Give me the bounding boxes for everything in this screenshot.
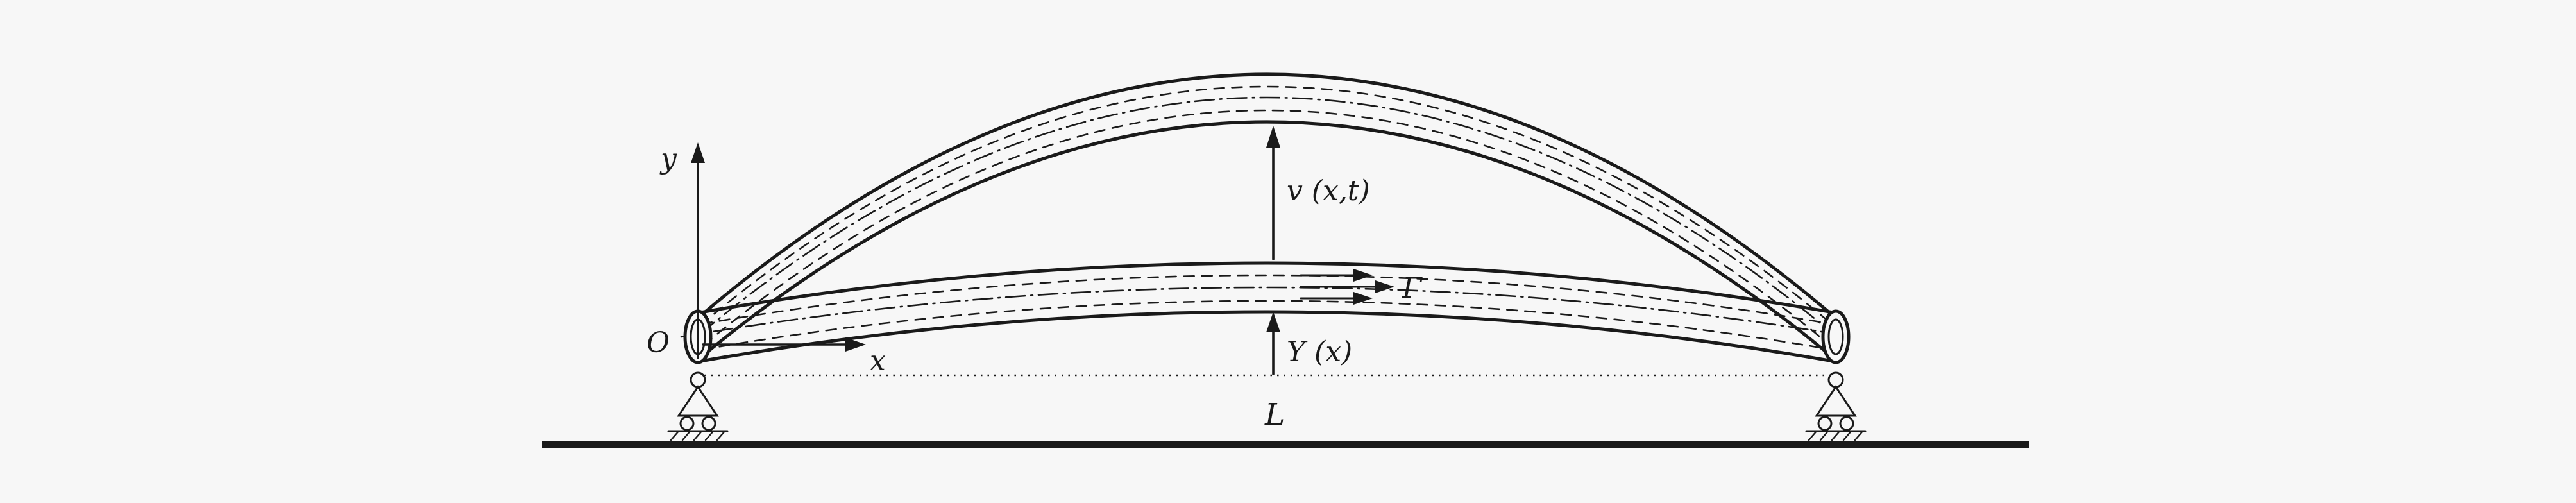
initial-pipe-inner-wall-top bbox=[700, 274, 1833, 325]
vibrating-pipe-top-outline bbox=[697, 72, 1836, 319]
right-support-hatching bbox=[1808, 430, 1864, 441]
span-length-label: L bbox=[1264, 397, 1285, 432]
right-support-roller-left bbox=[1817, 416, 1833, 431]
left-support bbox=[667, 371, 729, 441]
right-support-triangle bbox=[1815, 385, 1857, 417]
origin-label: O bbox=[647, 327, 670, 359]
x-axis-label: x bbox=[870, 345, 886, 377]
flow-arrow-middle-head-icon bbox=[1375, 280, 1394, 293]
initial-deflected-pipe bbox=[680, 261, 1854, 363]
displacement-label: v (x,t) bbox=[1287, 175, 1370, 207]
initial-deflection-arrowhead-icon bbox=[1266, 312, 1280, 332]
initial-pipe-centerline bbox=[680, 286, 1854, 338]
flow-arrow-top-head-icon bbox=[1353, 269, 1373, 282]
left-support-hatching bbox=[670, 430, 726, 441]
displacement-arrowhead-icon bbox=[1266, 126, 1280, 148]
flow-velocity-profile: Γ bbox=[1300, 269, 1423, 305]
right-support-roller-right bbox=[1839, 416, 1854, 431]
initial-pipe-bottom-outline bbox=[699, 310, 1835, 363]
initial-pipe-inner-wall-bottom bbox=[700, 300, 1833, 351]
vibrating-pipe-bottom-outline bbox=[704, 120, 1830, 355]
flow-label: Γ bbox=[1402, 272, 1423, 305]
coordinate-axes: y x O bbox=[647, 142, 886, 377]
initial-pipe-top-outline bbox=[699, 261, 1835, 314]
x-axis-arrowhead-icon bbox=[845, 337, 866, 352]
vibrating-pipe-centerline bbox=[698, 96, 1836, 336]
left-support-triangle bbox=[677, 385, 719, 417]
displacement-annotation: v (x,t) bbox=[1266, 126, 1370, 260]
initial-deflection-label: Y (x) bbox=[1287, 336, 1352, 368]
vibrating-pipe bbox=[697, 72, 1836, 355]
left-support-roller-left bbox=[679, 416, 695, 431]
right-support bbox=[1805, 371, 1867, 441]
left-support-roller-right bbox=[701, 416, 716, 431]
right-support-pin-circle bbox=[1827, 371, 1844, 388]
flow-arrow-bottom-head-icon bbox=[1353, 292, 1373, 305]
y-axis-label: y bbox=[659, 142, 677, 175]
vibrating-pipe-inner-wall-top bbox=[699, 85, 1835, 327]
initial-deflection-annotation: Y (x) bbox=[1266, 312, 1352, 375]
right-pipe-end-outer-ring bbox=[1821, 309, 1851, 364]
left-support-pin-circle bbox=[690, 371, 706, 388]
right-pipe-end bbox=[1821, 309, 1851, 364]
right-pipe-end-inner-ring bbox=[1827, 318, 1844, 355]
ground-line bbox=[542, 441, 2029, 448]
y-axis-arrowhead-icon bbox=[691, 142, 705, 163]
